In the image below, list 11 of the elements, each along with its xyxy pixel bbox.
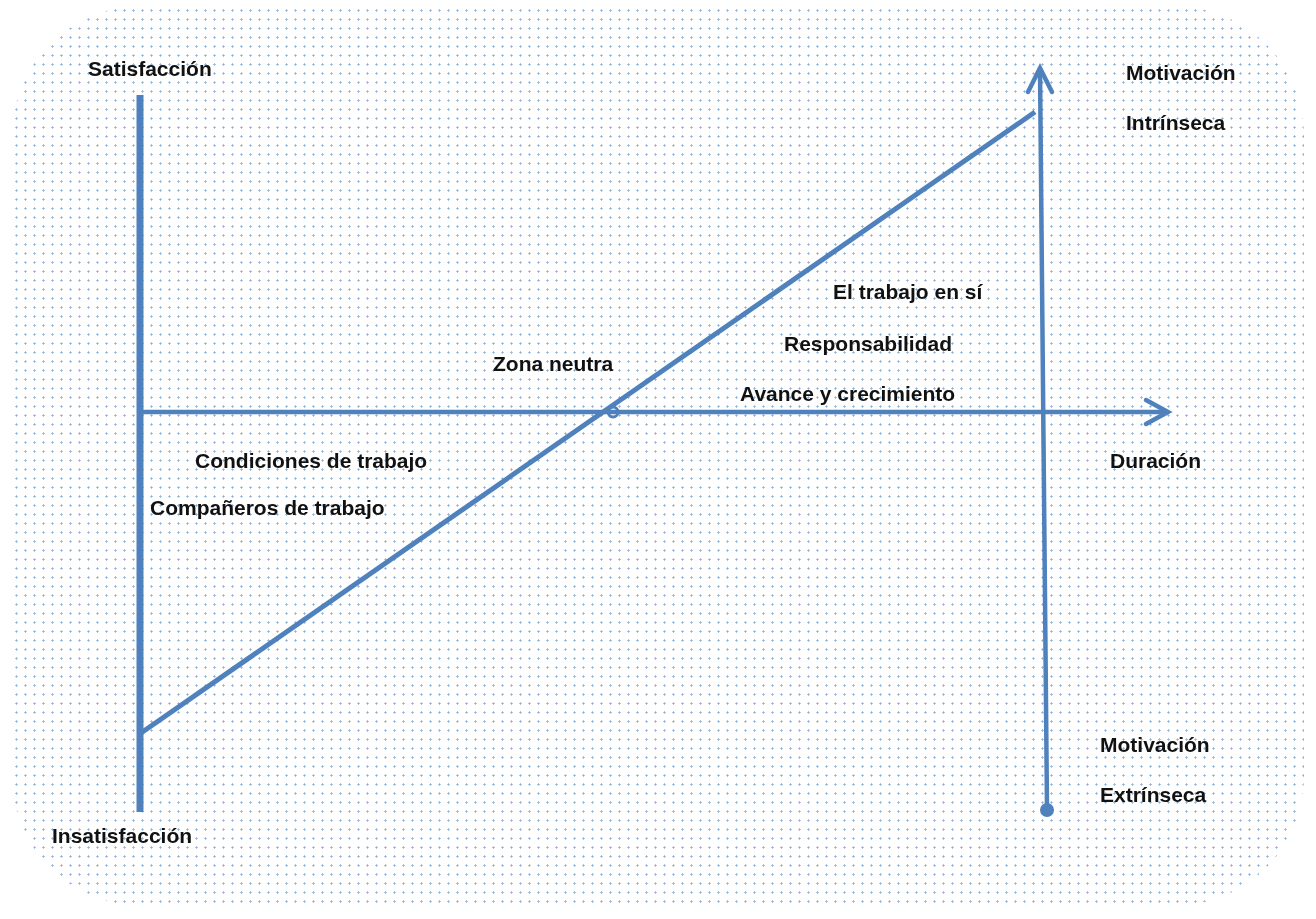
axis-label: Condiciones de trabajo	[195, 448, 428, 474]
axis-label: Motivación Intrínseca	[1126, 60, 1237, 136]
axis-label: Motivación Extrínseca	[1100, 732, 1211, 808]
axis-label: Zona neutra	[493, 351, 614, 377]
axis-label: El trabajo en sí	[833, 279, 983, 305]
axis-label: Responsabilidad	[784, 331, 953, 357]
axis-label: Avance y crecimiento	[740, 381, 956, 407]
axis-label: Insatisfacción	[52, 823, 193, 849]
axis-label: Satisfacción	[88, 56, 212, 82]
axis-label: Compañeros de trabajo	[150, 495, 385, 521]
axis-label: Duración	[1110, 448, 1201, 474]
